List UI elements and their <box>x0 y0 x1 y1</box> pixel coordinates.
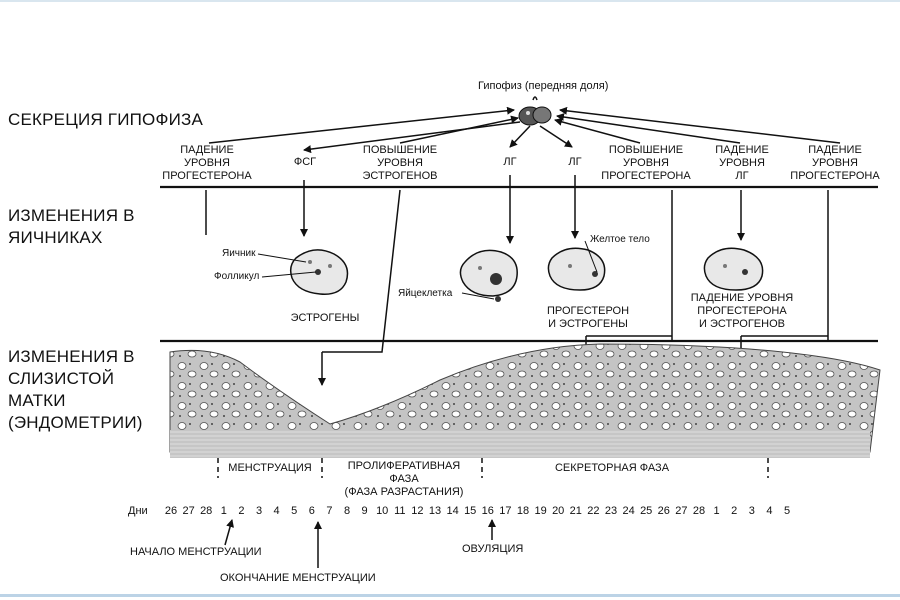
follicle-icon <box>315 269 321 275</box>
day-tick-label: 27 <box>675 505 688 517</box>
arrow-drop-prog-2 <box>559 106 841 144</box>
egg-icon <box>495 296 501 302</box>
row-title-ovary-2: ЯИЧНИКАХ <box>8 228 103 247</box>
ovary-3-icon <box>547 247 606 291</box>
day-tick-label: 5 <box>291 505 298 517</box>
ovary-4-icon <box>703 247 764 291</box>
label-start-menstruation: НАЧАЛО МЕНСТРУАЦИИ <box>130 546 262 558</box>
pituitary-label: Гипофиз (передняя доля) <box>478 80 609 92</box>
label-lh-1: ЛГ <box>503 156 517 168</box>
day-tick-label: 2 <box>731 505 738 517</box>
day-tick-label: 27 <box>182 505 195 517</box>
arrow-rise-prog <box>554 117 641 144</box>
day-tick-label: 11 <box>394 505 406 517</box>
day-tick-label: 16 <box>481 505 494 517</box>
day-tick-label: 14 <box>446 505 459 517</box>
arrow-drop-lh <box>556 113 741 144</box>
row-title-ovary-1: ИЗМЕНЕНИЯ В <box>8 206 135 225</box>
label-lh-2: ЛГ <box>568 156 582 168</box>
label-ovulation: ОВУЛЯЦИЯ <box>462 543 524 555</box>
day-tick-label: 17 <box>499 505 512 517</box>
day-tick-label: 28 <box>692 505 706 517</box>
row-title-pituitary: СЕКРЕЦИЯ ГИПОФИЗА <box>8 110 204 129</box>
day-tick-label: 1 <box>713 505 720 517</box>
label-estrogens: ЭСТРОГЕНЫ <box>290 312 360 324</box>
day-tick-label: 5 <box>783 505 791 517</box>
day-tick-label: 3 <box>748 505 755 517</box>
arrow-fsh <box>303 121 521 154</box>
bottom-border <box>0 594 900 597</box>
endometrium-icon <box>169 343 881 458</box>
day-tick-label: 3 <box>255 505 263 517</box>
label-ovary: Яичник <box>222 248 256 259</box>
day-tick-label: 12 <box>411 505 424 517</box>
label-corpus-luteum: Желтое тело <box>590 234 650 245</box>
day-tick-label: 22 <box>587 505 600 517</box>
regressing-corpus-icon <box>742 269 748 275</box>
day-tick-label: 26 <box>657 505 670 517</box>
day-tick-label: 8 <box>343 505 351 517</box>
day-tick-label: 20 <box>552 505 565 517</box>
arrow-start-menstruation <box>224 519 234 546</box>
label-follicle: Фолликул <box>214 271 260 282</box>
day-tick-label: 28 <box>200 505 213 517</box>
day-tick-label: 24 <box>622 505 635 517</box>
row-title-uterus-2: СЛИЗИСТОЙ <box>8 369 115 388</box>
day-tick-label: 26 <box>164 505 178 517</box>
row-title-uterus-3: МАТКИ <box>8 391 66 410</box>
day-tick-label: 19 <box>534 505 547 517</box>
row-title-uterus-4: (ЭНДОМЕТРИИ) <box>8 413 143 432</box>
days-label: Дни <box>128 505 148 517</box>
day-tick-label: 4 <box>273 505 280 517</box>
arrow-drop-prog-1 <box>208 106 515 144</box>
arrow-lh-2 <box>539 125 573 148</box>
day-tick-label: 21 <box>569 505 582 517</box>
day-tick-label: 10 <box>376 505 389 517</box>
day-tick-label: 7 <box>326 505 333 517</box>
arrow-lh-1 <box>509 125 531 148</box>
label-egg: Яйцеклетка <box>398 288 453 299</box>
label-fsh: ФСГ <box>293 156 317 168</box>
day-tick-label: 23 <box>604 505 618 517</box>
day-tick-label: 2 <box>238 505 245 517</box>
ruptured-follicle-icon <box>490 273 502 285</box>
label-phase-menstruation: МЕНСТРУАЦИЯ <box>228 462 312 474</box>
top-border <box>0 0 900 2</box>
day-tick-label: 9 <box>361 505 368 517</box>
pituitary-gland-icon <box>518 96 552 126</box>
day-tick-label: 25 <box>640 505 653 517</box>
day-tick-label: 4 <box>766 505 773 517</box>
corpus-luteum-icon <box>592 271 598 277</box>
line-estr-feedback <box>322 189 401 353</box>
label-phase-secretory: СЕКРЕТОРНАЯ ФАЗА <box>554 462 670 474</box>
day-tick-label: 13 <box>428 505 442 517</box>
ovary-2-icon <box>459 249 518 297</box>
day-tick-label: 6 <box>308 505 315 517</box>
day-tick-label: 1 <box>220 505 227 517</box>
row-title-uterus-1: ИЗМЕНЕНИЯ В <box>8 347 135 366</box>
day-tick-label: 18 <box>516 505 530 517</box>
label-end-menstruation: ОКОНЧАНИЕ МЕНСТРУАЦИИ <box>220 572 376 584</box>
day-tick-label: 15 <box>464 505 477 517</box>
